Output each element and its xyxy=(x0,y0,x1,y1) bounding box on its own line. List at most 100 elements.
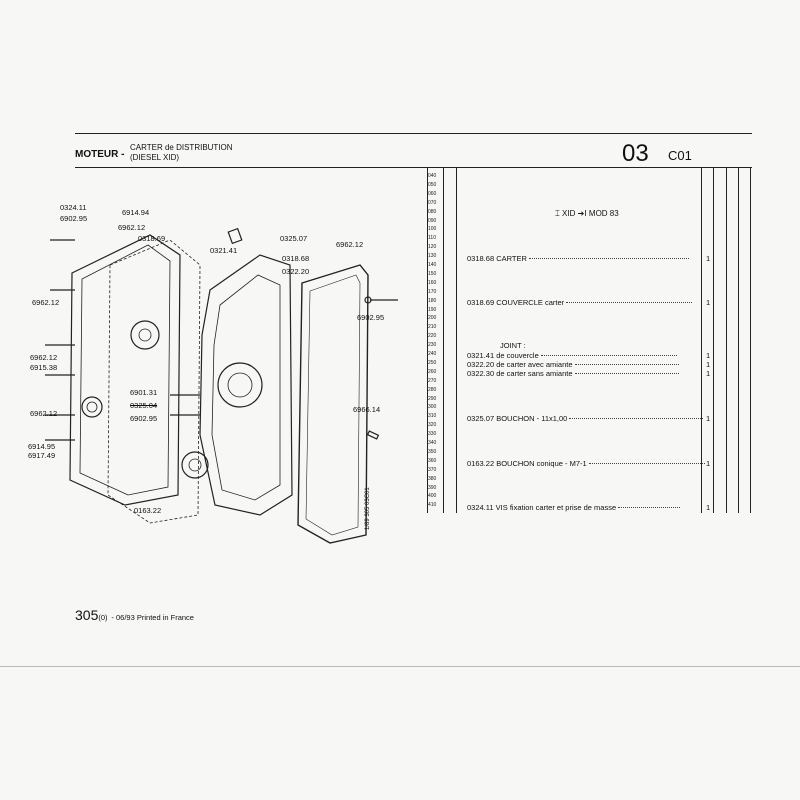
row-number: 280 xyxy=(428,386,437,393)
section-description: CARTER de DISTRIBUTION xyxy=(130,143,233,152)
part-qty: 1 xyxy=(706,360,711,369)
row-number: 330 xyxy=(428,431,437,438)
row-number: 050 xyxy=(428,181,437,188)
footer-model: 305 xyxy=(75,607,99,623)
callout-label: 0318.68 xyxy=(282,254,310,263)
callout-label: 6914.95 xyxy=(28,442,56,451)
callout-label: 6902.95 xyxy=(357,313,385,322)
rownum-left-rule xyxy=(427,168,428,513)
callout-label: 0325.07 xyxy=(280,234,308,243)
part-desc: de carter avec amiante xyxy=(496,360,573,369)
dot-leader xyxy=(588,463,705,464)
row-number: 250 xyxy=(428,359,437,366)
dot-leader xyxy=(574,364,679,365)
part-desc: de couvercle xyxy=(496,351,539,360)
row-number: 200 xyxy=(428,315,437,322)
row-number: 090 xyxy=(428,217,437,224)
row-number: 150 xyxy=(428,270,437,277)
part-row: 0322.20 de carter avec amiante xyxy=(467,360,679,369)
row-number: 180 xyxy=(428,297,437,304)
row-number: 240 xyxy=(428,351,437,357)
variant-header: ⌶ XID ➔I MOD 83 xyxy=(555,209,619,219)
cover-gasket xyxy=(107,239,201,524)
callout-label: 6915.38 xyxy=(30,363,58,372)
col-rule-a xyxy=(713,168,714,513)
row-number: 040 xyxy=(428,173,437,179)
row-number: 210 xyxy=(428,324,437,331)
carter-gasket xyxy=(297,264,369,544)
col-rule-d xyxy=(750,168,751,513)
callout-label: 0318.69 xyxy=(138,234,166,243)
exploded-view-drawing xyxy=(45,227,398,544)
row-number: 410 xyxy=(428,502,437,509)
part-qty: 1 xyxy=(706,414,711,423)
part-ref: 0324.11 xyxy=(467,503,494,512)
cover-boss xyxy=(130,320,160,350)
row-number: 370 xyxy=(428,466,437,473)
part-ref: 0318.69 xyxy=(467,298,495,307)
seal-ring xyxy=(81,396,103,418)
callout-label: 6917.49 xyxy=(28,451,56,460)
row-number: 400 xyxy=(428,493,437,500)
section-code: C01 xyxy=(668,148,692,163)
callout-label: 6962.12 xyxy=(30,409,58,418)
part-group-label: JOINT : xyxy=(500,341,526,350)
part-qty: 1 xyxy=(706,298,711,307)
row-number: 190 xyxy=(428,306,437,313)
part-ref: 0318.68 xyxy=(467,254,495,263)
callout-label: 0324.11 xyxy=(60,203,87,212)
row-number: 070 xyxy=(428,199,437,206)
part-ref: 0321.41 xyxy=(467,351,495,360)
qty-left-rule xyxy=(701,168,702,513)
pin-6966-14 xyxy=(366,430,380,440)
callout-label: 6901.31 xyxy=(130,388,158,397)
callout-label: 6962.12 xyxy=(30,353,58,362)
dot-leader xyxy=(566,302,693,303)
plug-0325-07 xyxy=(227,227,243,245)
section-number: 03 xyxy=(622,140,649,167)
row-number: 230 xyxy=(428,342,437,349)
callout-label: 6902.95 xyxy=(60,214,88,223)
part-desc: VIS fixation carter et prise de masse xyxy=(495,503,617,512)
part-desc: COUVERCLE carter xyxy=(496,298,565,307)
variant-model: MOD 83 xyxy=(588,209,619,218)
pump-body xyxy=(181,451,209,479)
washer xyxy=(364,296,372,304)
callout-label: 0325.04 xyxy=(130,401,158,410)
callout-label: 6902.95 xyxy=(130,414,158,423)
dot-leader xyxy=(618,507,681,508)
part-row: 0322.30 de carter sans amiante xyxy=(467,369,679,378)
part-row: 0318.69 COUVERCLE carter xyxy=(467,298,693,307)
callout-label: 6966.14 xyxy=(353,405,381,414)
callout-label: 0322.20 xyxy=(282,267,310,276)
carter-bore xyxy=(217,362,263,408)
rownum-right-rule xyxy=(443,168,444,513)
row-number: 100 xyxy=(428,226,437,233)
footer-date-print: - 06/93 Printed in France xyxy=(111,613,194,622)
part-row: 0321.41 de couvercle xyxy=(467,351,677,360)
carter-outline xyxy=(199,254,293,516)
row-number: 290 xyxy=(428,395,437,402)
callout-label: 6962.12 xyxy=(32,298,60,307)
col-rule-b xyxy=(726,168,727,513)
part-row: 0163.22 BOUCHON conique - M7-1 xyxy=(467,459,705,468)
header-bottom-rule xyxy=(75,167,752,168)
part-row: 0324.11 VIS fixation carter et prise de … xyxy=(467,503,681,512)
row-number: 300 xyxy=(428,404,437,411)
callout-label: 6914.94 xyxy=(122,208,150,217)
part-row: 0318.68 CARTER xyxy=(467,254,690,263)
engine-symbol-icon: ⌶ xyxy=(555,209,560,218)
part-ref: 0163.22 xyxy=(467,459,495,468)
row-number: 340 xyxy=(428,440,437,446)
callout-label: 0321.41 xyxy=(210,246,238,255)
row-number: 260 xyxy=(428,368,437,375)
section-subdescription: (DIESEL XID) xyxy=(130,153,180,162)
arrow-bar-icon: ➔I xyxy=(577,209,587,218)
callout-label: 0163.22 xyxy=(134,506,162,515)
cover-outline xyxy=(69,234,181,506)
row-number: 360 xyxy=(428,457,437,464)
row-number: 120 xyxy=(428,244,437,251)
part-desc: de carter sans amiante xyxy=(496,369,573,378)
page-bottom-rule xyxy=(0,666,800,667)
